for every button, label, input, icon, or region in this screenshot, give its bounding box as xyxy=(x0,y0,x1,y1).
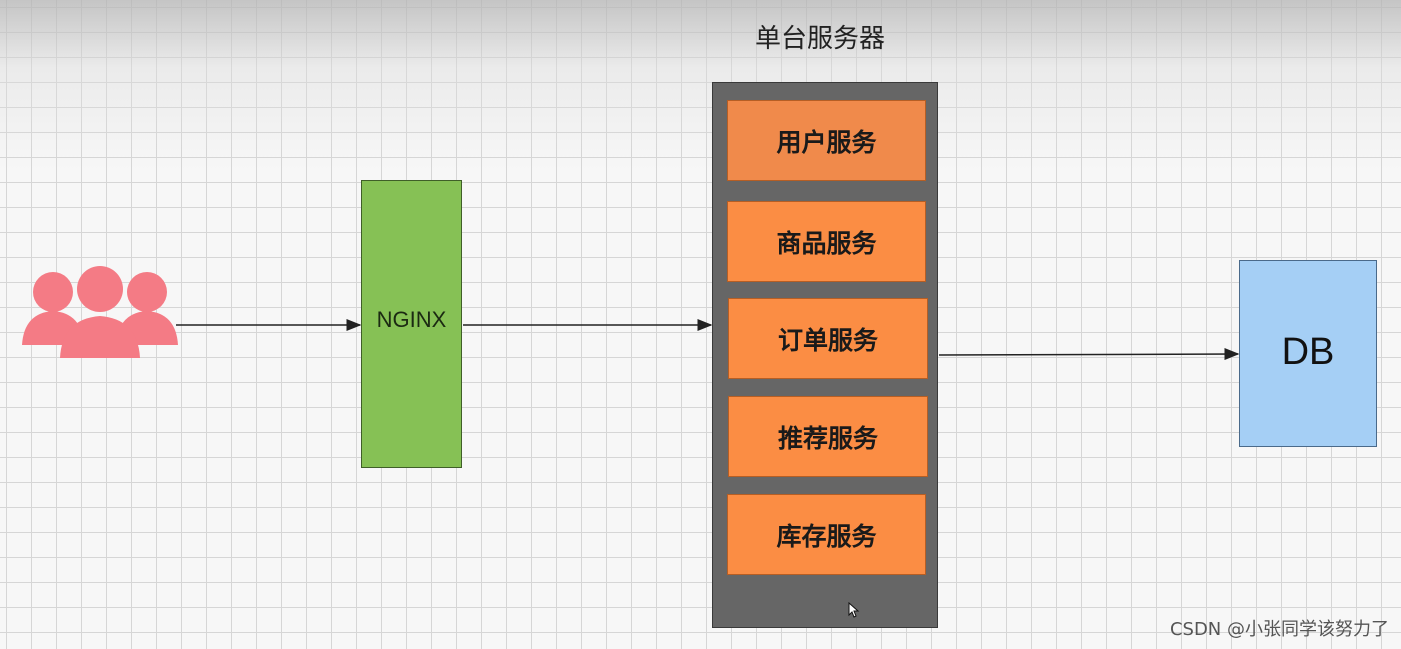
db-label: DB xyxy=(1281,331,1335,373)
service-label: 库存服务 xyxy=(776,521,877,551)
service-box-order: 订单服务 xyxy=(728,298,928,379)
service-box-recommend: 推荐服务 xyxy=(728,396,928,477)
arrow-server-to-db xyxy=(938,348,1240,361)
mouse-cursor-icon xyxy=(848,602,860,618)
users-group-icon xyxy=(22,266,178,358)
nginx-label: NGINX xyxy=(376,307,447,332)
single-server-container: 用户服务 商品服务 订单服务 推荐服务 库存服务 xyxy=(712,82,938,628)
service-label: 商品服务 xyxy=(776,228,877,258)
service-box-inventory: 库存服务 xyxy=(727,494,926,575)
service-label: 用户服务 xyxy=(776,127,877,157)
database-node: DB xyxy=(1239,260,1377,447)
nginx-node: NGINX xyxy=(361,180,462,468)
service-label: 订单服务 xyxy=(777,325,878,355)
service-label: 推荐服务 xyxy=(777,423,878,453)
service-box-user: 用户服务 xyxy=(727,100,926,181)
service-box-product: 商品服务 xyxy=(727,201,926,282)
watermark-text: CSDN @小张同学该努力了 xyxy=(1169,619,1389,640)
server-group-title: 单台服务器 xyxy=(754,24,885,54)
